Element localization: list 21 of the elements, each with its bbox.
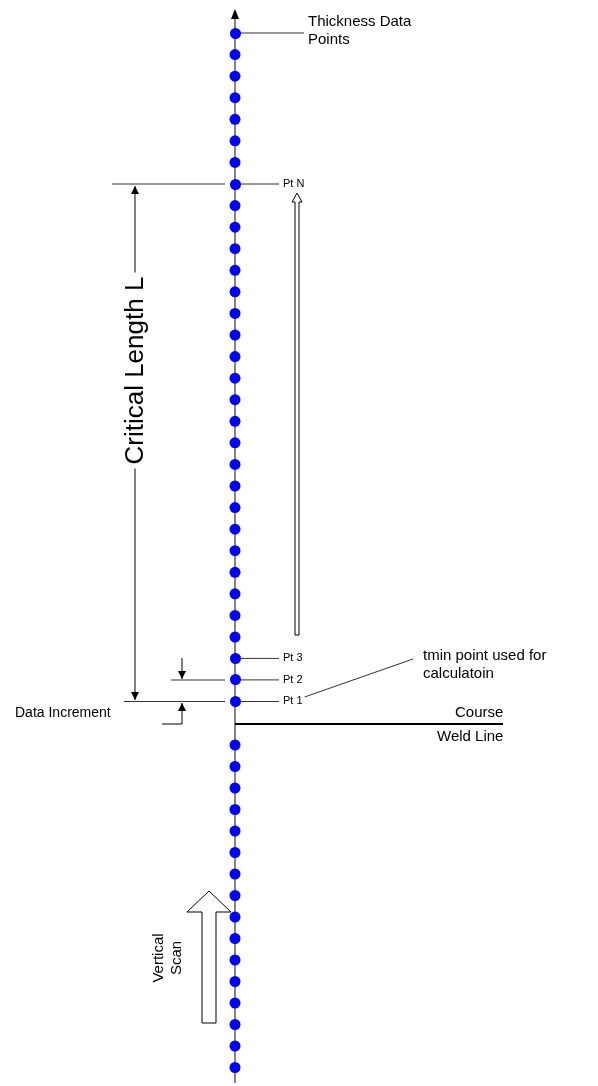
leader-line (240, 679, 280, 681)
data-point-dot (229, 696, 241, 707)
data-point-dot (229, 178, 241, 190)
weld-line-label: Weld Line (437, 727, 504, 745)
point-label: Pt N (283, 177, 305, 191)
scan-direction-label: Vertical Scan (149, 932, 185, 985)
data-point-dot (229, 674, 241, 686)
weld-line-label: Course (455, 703, 504, 721)
leader-line (240, 183, 280, 185)
leader-line (240, 32, 305, 34)
data-point-dot (229, 27, 241, 39)
point-label: Pt 2 (283, 673, 303, 687)
point-label: tmin point used for calculatoin (423, 646, 593, 682)
dimension-label: Data Increment (15, 704, 111, 721)
leader-line (240, 701, 280, 702)
leader-line (240, 657, 280, 659)
data-point-dot (229, 652, 241, 664)
point-label: Pt 3 (283, 651, 303, 665)
point-label: Pt 1 (283, 694, 303, 708)
leader-line (304, 658, 414, 698)
point-label: Thickness Data Points (308, 12, 438, 48)
